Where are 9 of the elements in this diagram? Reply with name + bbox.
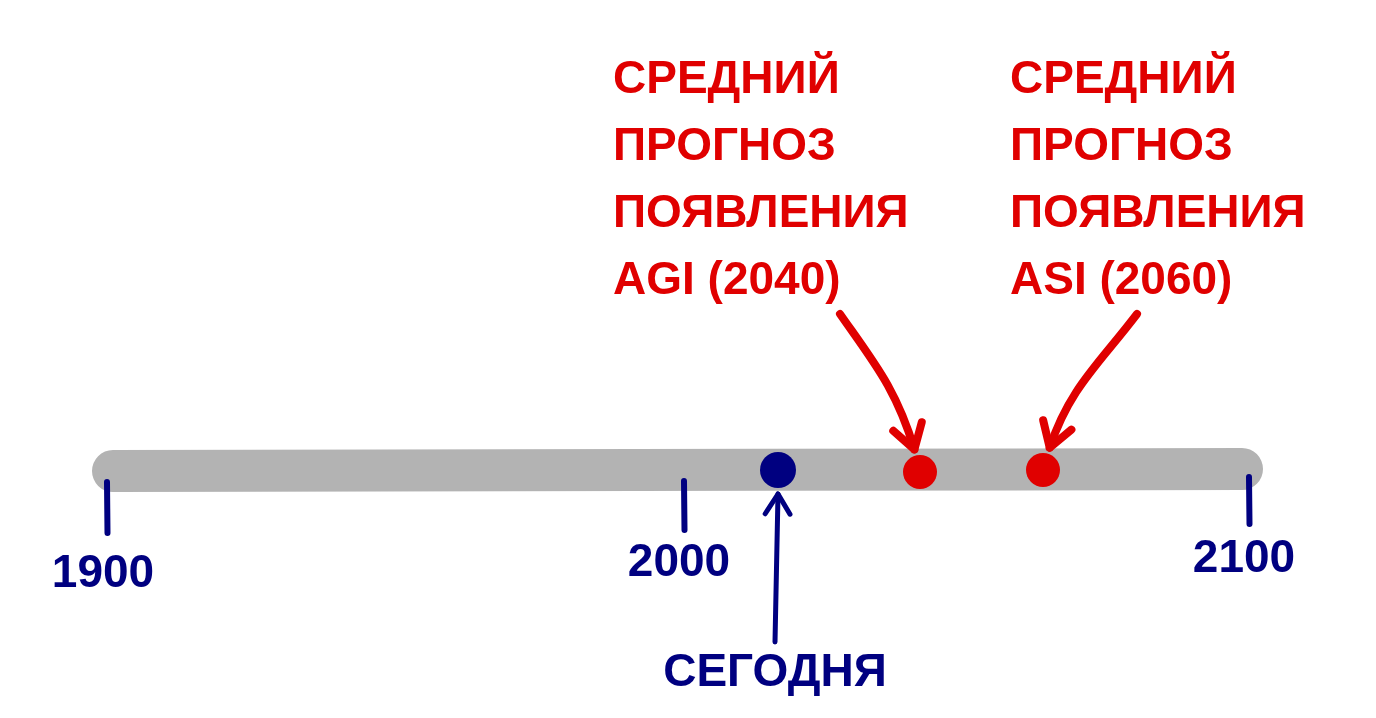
callout-text: СРЕДНИЙ ПРОГНОЗ ПОЯВЛЕНИЯ AGI (2040) [613, 44, 943, 312]
arrow [836, 310, 926, 454]
arrow [1039, 310, 1141, 452]
year-label: 2000 [627, 537, 731, 583]
callout-text: СЕГОДНЯ [640, 644, 910, 696]
arrow [762, 491, 793, 645]
year-label: 1900 [51, 548, 155, 594]
callout-text: СРЕДНИЙ ПРОГНОЗ ПОЯВЛЕНИЯ ASI (2060) [1010, 44, 1340, 312]
year-label: 2100 [1192, 533, 1296, 579]
